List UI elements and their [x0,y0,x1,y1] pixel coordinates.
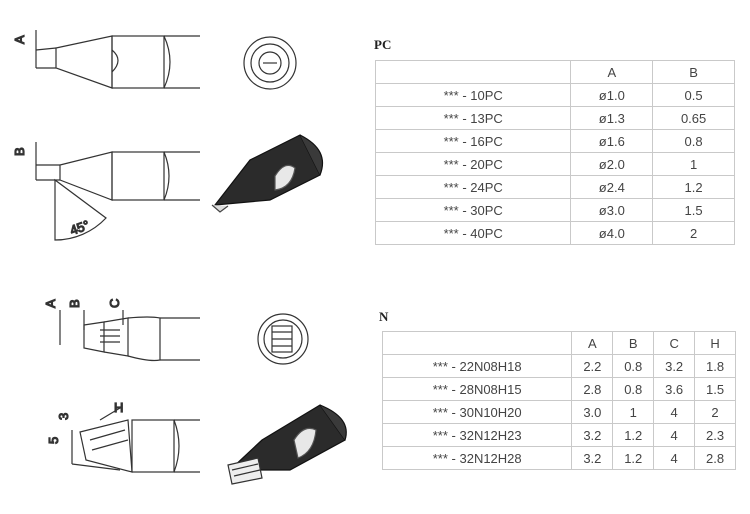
table-cell: 3.6 [653,377,696,401]
table-cell: 2 [652,221,735,245]
table-cell: *** - 20PC [374,152,572,176]
tip1-end-view [243,36,297,90]
table-cell: *** - 28N08H15 [381,377,573,401]
table-cell: 2.8 [694,446,736,470]
table-header-cell: A [570,60,654,84]
table-cell: 3.2 [571,423,614,447]
table-cell: 1 [652,152,735,176]
table-cell: 3.2 [653,354,696,378]
table-header-cell: B [612,331,655,355]
table-cell: 1.2 [612,423,655,447]
tip4-side-view [71,407,200,473]
table-cell: 2.2 [571,354,614,378]
table-cell: 2.8 [571,377,614,401]
tip3-side-view [59,310,200,362]
table-cell: ø3.0 [570,198,654,222]
table-cell: *** - 40PC [374,221,572,245]
table-cell: *** - 24PC [374,175,572,199]
table-cell: 0.5 [652,83,735,107]
table-cell: ø4.0 [570,221,654,245]
tip2-side-view [35,142,200,241]
table-header-cell: H [694,331,736,355]
tip4-dim-h: H [114,400,123,415]
table-cell: *** - 16PC [374,129,572,153]
table-cell: 3.2 [571,446,614,470]
table-cell: 1.2 [612,446,655,470]
tip3-dim-b: B [67,299,82,308]
tip3-dim-a: A [43,299,58,308]
table-cell: 2.3 [694,423,736,447]
table-cell: 4 [653,400,696,424]
table-cell: 1.2 [652,175,735,199]
table-cell: ø2.0 [570,152,654,176]
table-cell: 1 [612,400,655,424]
tip-drawings: A B 45° [11,30,347,485]
tip3-dim-c: C [107,299,122,308]
table-header-cell: C [653,331,696,355]
table-cell: ø1.3 [570,106,654,130]
table-cell: 0.8 [612,377,655,401]
table-cell: ø2.4 [570,175,654,199]
table-cell: *** - 32N12H28 [381,446,573,470]
table-cell: 2 [694,400,736,424]
table-cell: ø1.0 [570,83,654,107]
tip1-side-view [35,30,200,89]
n-section-title: N [379,309,389,324]
tip4-dim-5: 5 [46,437,61,444]
tip2-dim-b: B [12,147,27,156]
tip1-dim-a: A [12,35,27,44]
table-cell: 0.8 [612,354,655,378]
table-cell: 0.8 [652,129,735,153]
table-header-cell: B [652,60,735,84]
table-cell: *** - 10PC [374,83,572,107]
table-cell: *** - 32N12H23 [381,423,573,447]
pc-section-title: PC [374,37,392,52]
table-header-cell [374,60,572,84]
table-cell: 1.5 [652,198,735,222]
table-cell: *** - 13PC [374,106,572,130]
table-cell: *** - 30N10H20 [381,400,573,424]
tip2-3d-view [211,134,324,213]
table-header-row: A B C H [381,331,736,355]
table-cell: 1.8 [694,354,736,378]
tip4-dim-3: 3 [56,413,71,420]
table-cell: ø1.6 [570,129,654,153]
table-cell: 3.0 [571,400,614,424]
table-cell: 1.5 [694,377,736,401]
tip3-end-view [257,313,309,365]
table-cell: *** - 22N08H18 [381,354,573,378]
table-header-cell [381,331,573,355]
table-cell: *** - 30PC [374,198,572,222]
table-cell: 4 [653,446,696,470]
table-cell: 4 [653,423,696,447]
tip2-angle: 45° [68,217,92,238]
table-header-row: A B [374,60,735,84]
table-cell: 0.65 [652,106,735,130]
tip4-3d-view [227,404,347,485]
table-header-cell: A [571,331,614,355]
